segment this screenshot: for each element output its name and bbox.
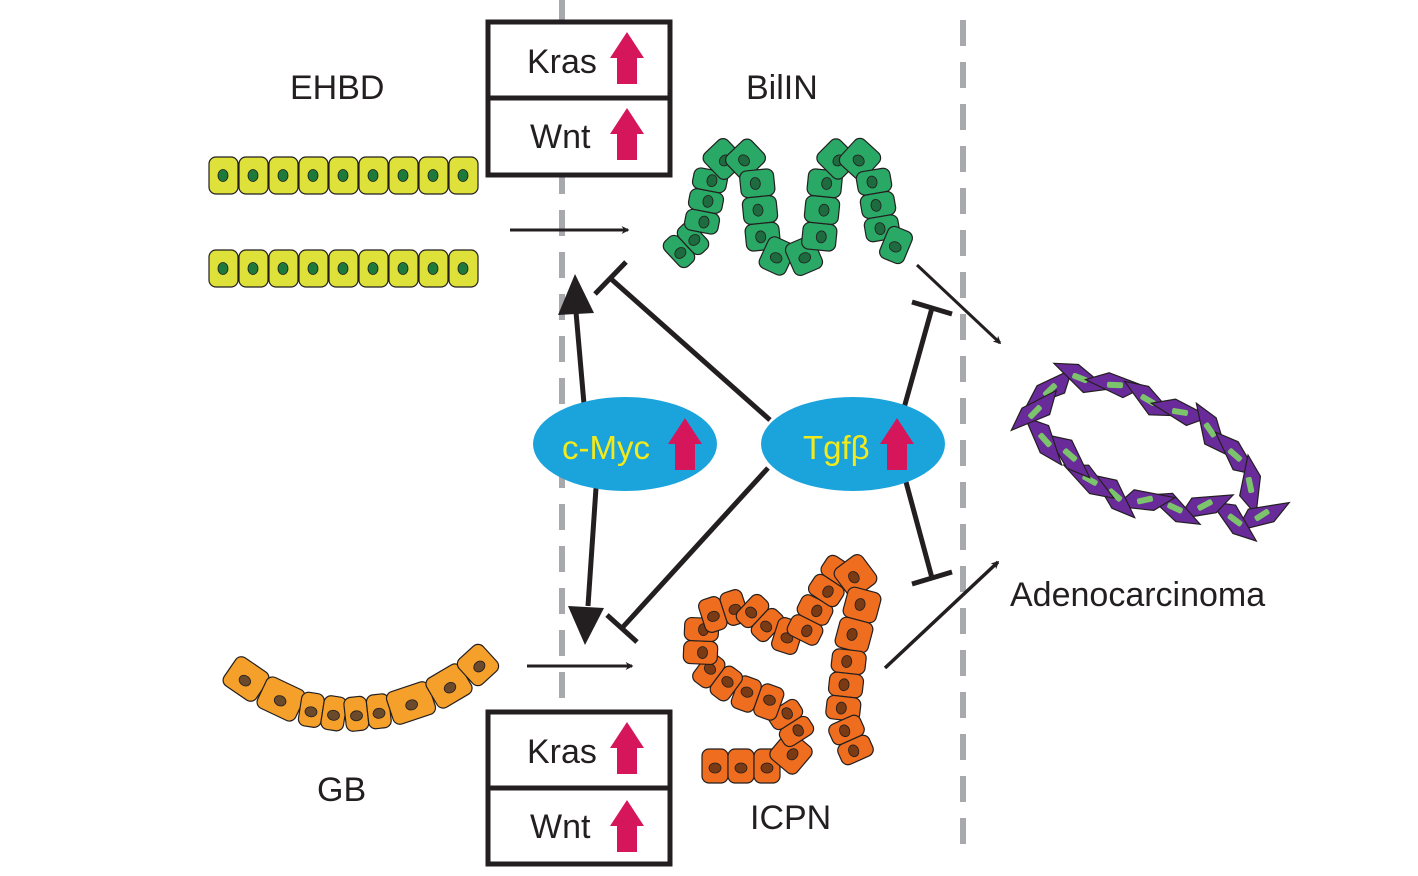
epithelial-cell: [222, 656, 270, 702]
epithelial-cell: [807, 573, 845, 608]
icpn-epithelium: [682, 553, 882, 784]
cmyc-to-icpn-arrow: [585, 487, 599, 607]
epithelial-cell: [662, 234, 696, 269]
epithelial-cell: [456, 643, 500, 687]
ehbd-epithelium-top: [208, 156, 479, 195]
tgfb-inhibits-bilin: [608, 276, 772, 422]
up-arrow-icon: [610, 722, 644, 774]
epithelial-cell: [365, 693, 392, 730]
ehbd-label: EHBD: [290, 69, 384, 107]
epithelial-cell: [837, 734, 874, 766]
top-box-kras-label: Kras: [527, 43, 597, 81]
epithelial-cell: [683, 208, 721, 235]
epithelial-cell: [256, 676, 306, 722]
adenocarcinoma-cells: [1010, 362, 1291, 543]
epithelial-cell: [830, 648, 867, 676]
up-arrow-icon: [610, 108, 644, 160]
epithelial-cell: [803, 195, 841, 225]
bilin-to-adenocarcinoma-arrow: [915, 263, 1002, 345]
epithelial-cell: [682, 639, 719, 666]
bottom-kras-wnt-box: Kras Wnt: [485, 709, 673, 867]
cmyc-label: c-Myc: [562, 429, 650, 466]
up-arrow-icon: [668, 418, 702, 470]
tgfb-node: Tgfβ: [761, 397, 945, 491]
cmyc-node: c-Myc: [533, 397, 717, 491]
epithelial-cell: [834, 616, 874, 654]
epithelial-cell: [725, 138, 766, 180]
up-arrow-icon: [610, 32, 644, 84]
tgfb-inhibits-icpn-progression: [903, 481, 935, 579]
bilin-label: BilIN: [746, 69, 818, 107]
tgfb-inhibits-bilin-progression: [901, 307, 935, 409]
tumor-cell: [1235, 501, 1291, 532]
up-arrow-icon: [610, 800, 644, 852]
epithelial-cell: [320, 695, 348, 732]
epithelial-cell: [801, 221, 838, 252]
tumor-cell: [1239, 453, 1262, 517]
epithelial-cell: [769, 731, 813, 775]
epithelial-cell: [827, 671, 865, 699]
epithelial-cell: [709, 665, 743, 702]
bottom-box-wnt-label: Wnt: [530, 808, 591, 846]
adenocarcinoma-label: Adenocarcinoma: [1010, 576, 1265, 614]
epithelial-cell: [833, 553, 878, 599]
ehbd-epithelium-bottom: [208, 249, 479, 288]
epithelial-cell: [739, 168, 776, 199]
cmyc-to-icpn-arrowhead: [568, 606, 604, 645]
tumor-cell: [1010, 389, 1058, 432]
tgfb-label: Tgfβ: [803, 429, 870, 466]
epithelial-cell: [701, 748, 729, 784]
epithelial-cell: [879, 225, 913, 265]
epithelial-cell: [741, 195, 779, 225]
top-box-wnt-label: Wnt: [530, 118, 591, 156]
epithelial-cell: [297, 691, 325, 728]
gb-epithelium: [222, 643, 500, 732]
up-arrow-icon: [880, 418, 914, 470]
cmyc-to-bilin-arrow: [573, 311, 587, 405]
epithelial-cell: [343, 695, 370, 732]
epithelial-cell: [676, 221, 710, 256]
top-kras-wnt-box: Kras Wnt: [485, 19, 673, 178]
epithelial-cell: [385, 681, 437, 725]
icpn-to-adenocarcinoma-arrow: [883, 560, 1000, 670]
tumor-cell: [1062, 464, 1116, 500]
gb-label: GB: [317, 771, 366, 809]
cmyc-to-bilin-arrowhead: [558, 274, 594, 315]
tgfb-inhibits-icpn: [620, 466, 770, 630]
epithelial-cell: [727, 748, 755, 784]
epithelial-cell: [825, 694, 862, 722]
bilin-epithelium: [662, 137, 913, 277]
epithelial-cell: [828, 714, 865, 746]
bottom-box-kras-label: Kras: [527, 733, 597, 771]
icpn-label: ICPN: [750, 799, 831, 837]
